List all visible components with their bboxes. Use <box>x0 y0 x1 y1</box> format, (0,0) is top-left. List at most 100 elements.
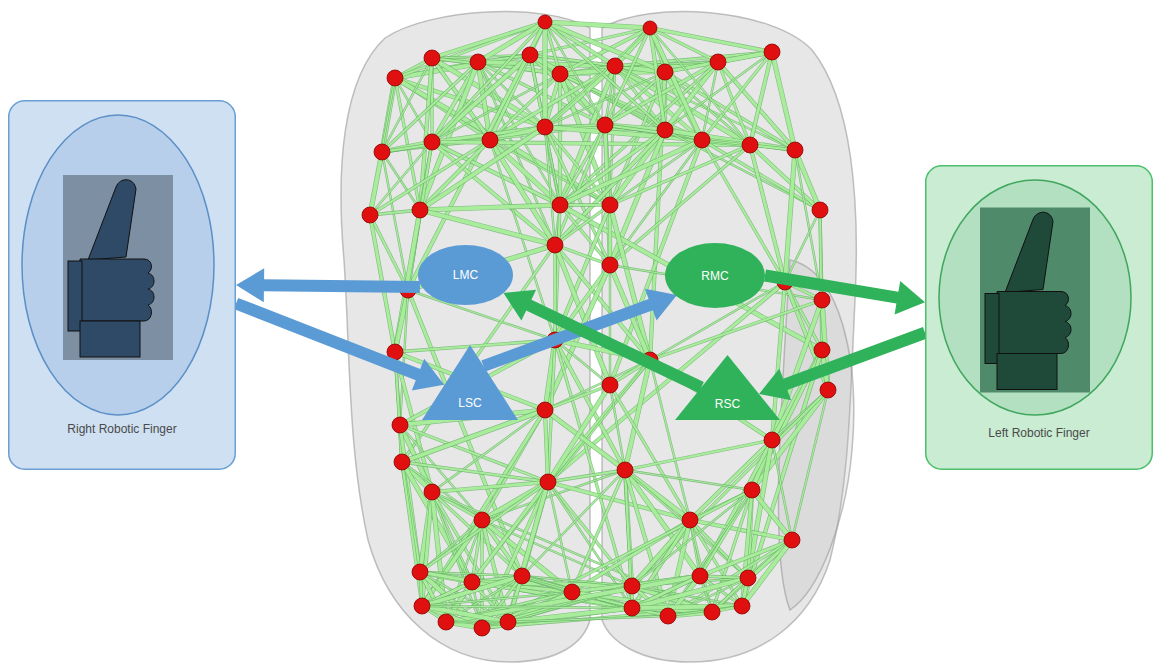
hand <box>997 292 1071 354</box>
network-link <box>752 490 792 540</box>
network-link-highlight <box>382 127 545 152</box>
finger-circle <box>939 180 1131 415</box>
network-link <box>420 140 490 210</box>
region-label: LMC <box>453 268 478 282</box>
network-link-highlight <box>420 127 545 210</box>
network-link <box>545 28 650 127</box>
robotic-finger <box>88 180 136 260</box>
network-link-highlight <box>610 140 702 265</box>
network-link-highlight <box>548 282 785 482</box>
network-link <box>482 606 742 628</box>
network-link-highlight <box>712 490 752 612</box>
network-link-highlight <box>605 125 610 265</box>
network-link-highlight <box>650 28 702 140</box>
network-link-highlight <box>559 74 562 205</box>
signal-arrow <box>234 298 444 391</box>
network-link <box>400 425 420 572</box>
motor-cortex-node: LMC <box>418 245 513 305</box>
network-link <box>650 300 822 360</box>
network-link-highlight <box>752 490 792 540</box>
brain-outline <box>341 12 856 662</box>
region-label: RSC <box>715 397 740 411</box>
network-link-highlight <box>548 385 610 482</box>
network-link-highlight <box>545 22 665 130</box>
network-link-highlight <box>650 28 750 145</box>
network-link-highlight <box>632 490 752 586</box>
network-link-highlight <box>625 440 772 470</box>
network-link-highlight <box>422 606 508 622</box>
network-link <box>545 410 548 482</box>
network-link-highlight <box>370 78 395 215</box>
network-link-highlight <box>543 22 547 127</box>
network-link <box>625 440 772 470</box>
network-link <box>382 152 408 290</box>
network-link-highlight <box>555 340 610 385</box>
network-link <box>548 282 785 482</box>
signal-arrow <box>764 270 925 315</box>
motor-cortex-node: RMC <box>665 243 765 308</box>
region-label: RMC <box>701 269 728 283</box>
network-link <box>750 52 772 145</box>
network-link-highlight <box>785 210 820 282</box>
network-link <box>792 390 828 540</box>
finger-outline <box>8 100 236 470</box>
network-nodes <box>362 15 836 636</box>
network-link <box>545 22 665 72</box>
network-link <box>542 22 547 127</box>
forearm <box>997 354 1057 390</box>
network-link <box>555 340 610 385</box>
network-link <box>420 205 560 210</box>
network-link-highlight <box>508 616 668 622</box>
network-link <box>610 145 750 205</box>
region-label: LSC <box>458 396 481 410</box>
network-link-highlight <box>750 52 772 145</box>
network-link-highlight <box>742 490 752 606</box>
hand <box>80 259 154 321</box>
network-link-highlight <box>718 62 750 145</box>
network-link <box>402 462 422 606</box>
panel-shape <box>9 101 236 470</box>
network-link-highlight <box>665 52 772 72</box>
network-link-highlight <box>382 152 408 290</box>
network-link <box>545 410 625 470</box>
network-link-highlight <box>548 482 632 586</box>
network-link <box>402 462 548 482</box>
network-link-highlight <box>400 425 420 572</box>
network-link-highlight <box>420 140 490 210</box>
network-link-highlight <box>792 390 828 540</box>
network-link <box>665 52 772 72</box>
network-link <box>650 28 702 140</box>
triangle-shape <box>422 345 518 420</box>
network-link <box>772 52 795 150</box>
network-link-highlight <box>545 410 548 482</box>
network-link-highlight <box>545 22 605 125</box>
signal-arrow <box>504 290 704 393</box>
network-link <box>702 140 820 210</box>
signal-arrow <box>236 268 420 302</box>
network-link <box>712 490 752 612</box>
network-link <box>370 78 395 215</box>
panel-label: Right Robotic Finger <box>67 422 176 436</box>
sensory-cortex-node: LSC <box>422 345 518 420</box>
network-link-highlight <box>482 606 742 628</box>
network-link <box>632 490 752 586</box>
network-link <box>420 127 545 210</box>
network-link <box>795 150 820 210</box>
network-link <box>548 482 632 586</box>
sensory-cortex-node: RSC <box>675 355 780 420</box>
network-link <box>545 22 605 125</box>
signal-arrow <box>759 327 927 400</box>
network-link <box>545 22 650 28</box>
network-link <box>750 145 820 210</box>
forearm <box>80 321 140 357</box>
network-link <box>558 74 562 205</box>
network-link-highlight <box>554 245 556 340</box>
network-link-highlight <box>522 470 625 576</box>
network-link <box>785 210 820 282</box>
network-link <box>548 385 610 482</box>
network-link <box>545 22 665 130</box>
thumb-illustration <box>63 175 173 360</box>
network-link-highlight <box>545 22 665 72</box>
network-link-highlight <box>702 140 820 210</box>
network-link <box>553 245 556 340</box>
